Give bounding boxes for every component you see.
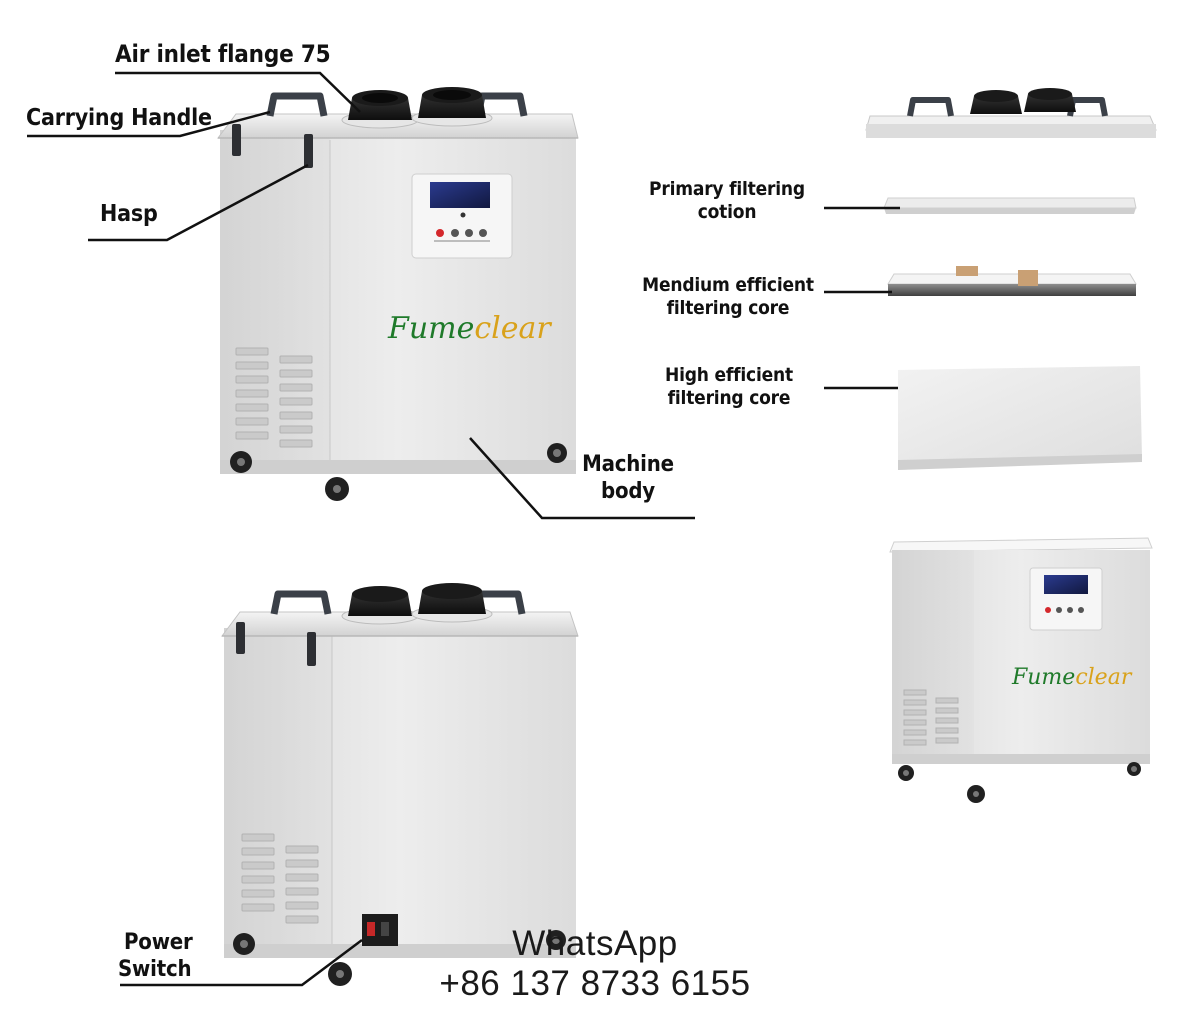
- label-high-filter: High efficient filtering core: [650, 364, 808, 410]
- label-medium-line1: Mendium efficient: [642, 274, 814, 296]
- label-medium-filter: Mendium efficient filtering core: [636, 274, 820, 320]
- callout-lines-machine-1: [27, 71, 695, 520]
- vent-grille-icon: [241, 833, 319, 924]
- label-machine-body-line1: Machine: [582, 452, 674, 477]
- label-machine-body-line2: body: [600, 478, 656, 504]
- callout-line-machine-body: [469, 437, 695, 520]
- callout-line-carrying-handle: [27, 110, 271, 138]
- label-machine-body: Machine body: [572, 452, 684, 506]
- machine-back-view: [221, 583, 579, 986]
- callout-line-air-inlet: [115, 71, 361, 113]
- exploded-lid: [865, 88, 1157, 138]
- control-panel-icon: [1029, 567, 1103, 631]
- label-power-switch: Power Switch: [118, 930, 193, 984]
- label-power-switch-line2: Switch: [118, 956, 192, 982]
- exploded-machine-body: Fumeclear: [889, 537, 1153, 803]
- caster-wheel-icon: [233, 930, 566, 986]
- callout-line-hasp: [88, 163, 309, 242]
- contact-whatsapp-label: WhatsApp: [512, 924, 678, 963]
- control-panel-icon: [411, 173, 513, 259]
- machine-front-view: Fumeclear: [217, 87, 579, 501]
- primary-filter-cotton: [883, 197, 1137, 214]
- callout-line-power-switch: [120, 939, 363, 987]
- label-high-line1: High efficient: [665, 364, 793, 386]
- label-high-line2: filtering core: [667, 387, 791, 410]
- flange-icon: [341, 583, 493, 625]
- vent-grille-icon: [903, 689, 959, 746]
- hasp-icon: [236, 622, 316, 666]
- label-primary-filter: Primary filtering cotion: [640, 178, 814, 224]
- hasp-icon: [232, 124, 313, 168]
- caster-wheel-icon: [230, 443, 567, 501]
- label-primary-line1: Primary filtering: [649, 178, 805, 200]
- label-carrying-handle: Carrying Handle: [26, 105, 212, 131]
- label-hasp: Hasp: [100, 201, 158, 227]
- contact-watermark: WhatsApp +86 137 8733 6155: [385, 924, 805, 1005]
- callout-lines-exploded: [824, 206, 900, 390]
- caster-wheel-icon: [898, 762, 1141, 803]
- flange-icon: [341, 87, 493, 129]
- vent-grille-icon: [235, 347, 313, 448]
- label-air-inlet: Air inlet flange 75: [115, 40, 331, 68]
- brand-logo: Fumeclear: [1011, 665, 1133, 690]
- medium-filter-core: [887, 266, 1137, 296]
- label-medium-line2: filtering core: [666, 297, 790, 320]
- high-filter-core: [898, 366, 1142, 470]
- brand-logo: Fumeclear: [387, 311, 552, 346]
- power-switch-icon: [362, 914, 398, 946]
- label-power-switch-line1: Power: [124, 930, 193, 955]
- label-primary-line2: cotion: [697, 201, 757, 224]
- contact-phone-number: +86 137 8733 6155: [439, 964, 751, 1004]
